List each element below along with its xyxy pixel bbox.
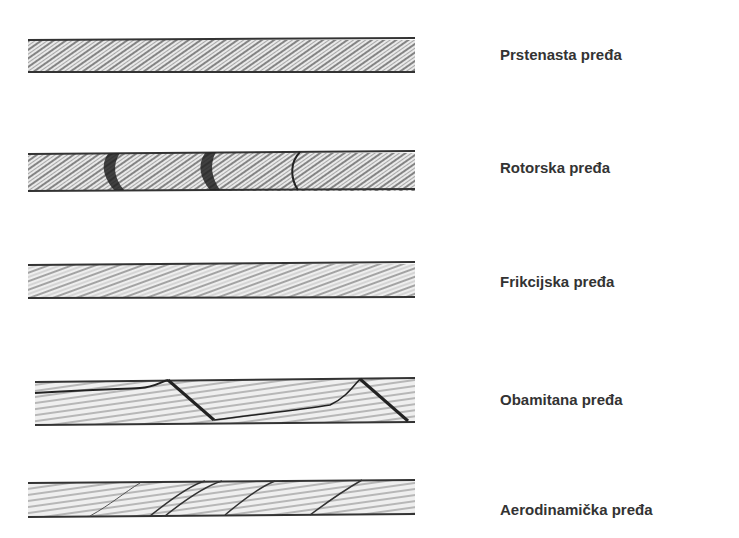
friction-yarn bbox=[28, 262, 415, 298]
yarn-label: Aerodinamička pređa bbox=[500, 501, 653, 519]
yarn-label: Rotorska pređa bbox=[500, 159, 610, 177]
yarn-label: Obamitana pređa bbox=[500, 391, 623, 409]
yarn-label: Frikcijska pređa bbox=[500, 273, 614, 291]
wrapped-yarn bbox=[35, 378, 415, 425]
rotor-yarn bbox=[28, 151, 415, 191]
yarn-label: Prstenasta pređa bbox=[500, 46, 622, 64]
ring-yarn bbox=[28, 38, 415, 72]
air-jet-yarn bbox=[28, 480, 415, 517]
